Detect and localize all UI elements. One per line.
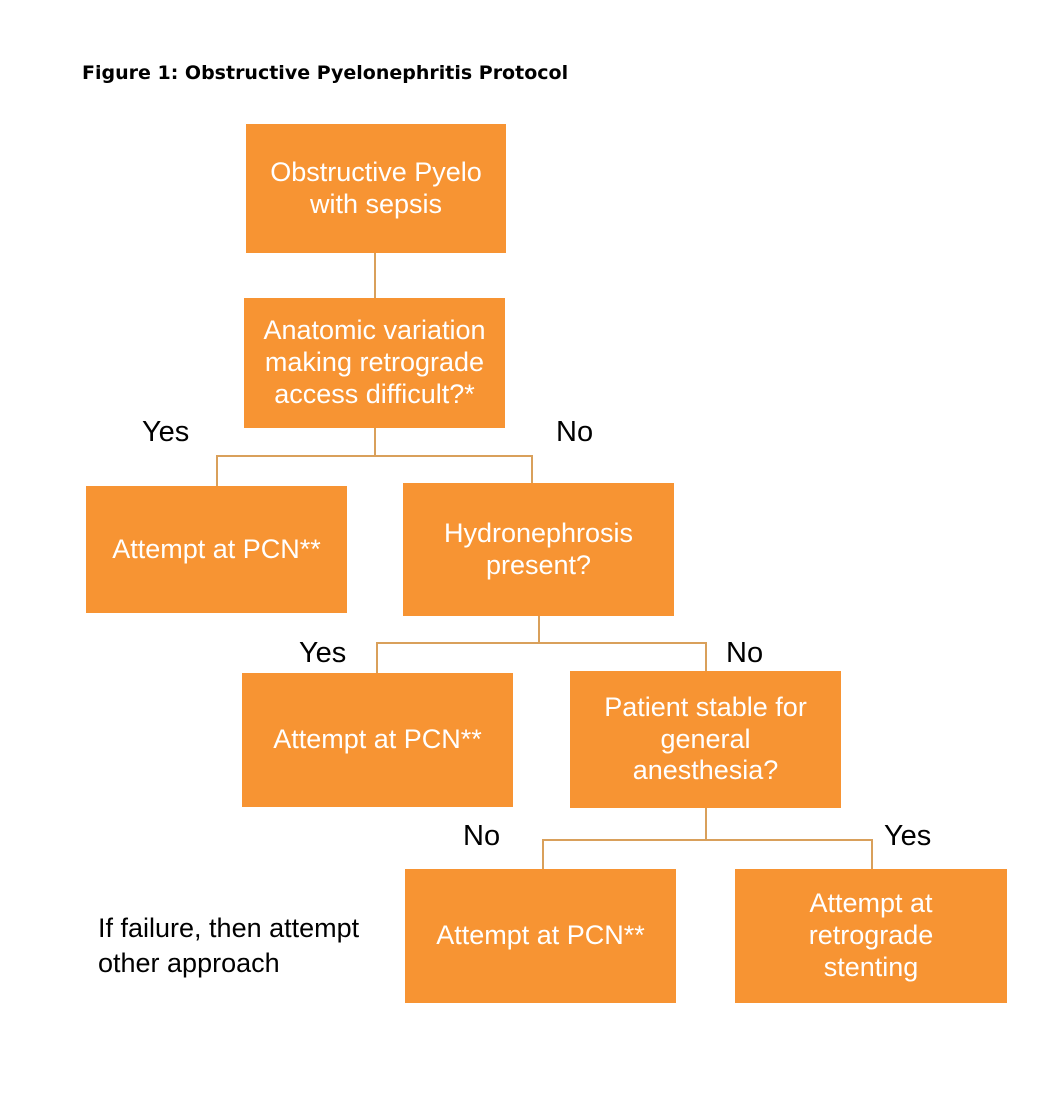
failure-note: If failure, then attempt other approach [98, 913, 360, 979]
hydronephrosis-yes-label: Yes [299, 637, 347, 669]
retrograde-stenting-box: Attempt at retrograde stenting [735, 869, 1007, 1003]
stable-no-label: No [463, 820, 501, 852]
connector-hydro-branch [376, 616, 540, 673]
anatomic-yes-label: Yes [142, 416, 190, 448]
connector-hydro-no [539, 642, 707, 671]
connector-anatomic-no [375, 455, 533, 483]
pcn-attempt-box-3: Attempt at PCN** [405, 869, 676, 1003]
anatomic-no-label: No [556, 416, 594, 448]
stable-yes-label: Yes [884, 820, 932, 852]
hydronephrosis-no-label: No [726, 637, 764, 669]
pcn-attempt-box-1: Attempt at PCN** [86, 486, 347, 613]
figure-title: Figure 1: Obstructive Pyelonephritis Pro… [82, 62, 569, 84]
anatomic-variation-decision-box: Anatomic variation making retrograde acc… [244, 298, 505, 428]
start-node-box: Obstructive Pyelo with sepsis [246, 124, 506, 253]
connector-stable-branch [542, 808, 707, 869]
stable-for-anesthesia-decision-box: Patient stable for general anesthesia? [570, 671, 841, 808]
connector-anatomic-branch [216, 428, 376, 486]
hydronephrosis-decision-box: Hydronephrosis present? [403, 483, 674, 616]
pcn-attempt-box-2: Attempt at PCN** [242, 673, 513, 807]
connector-stable-yes [706, 839, 873, 869]
